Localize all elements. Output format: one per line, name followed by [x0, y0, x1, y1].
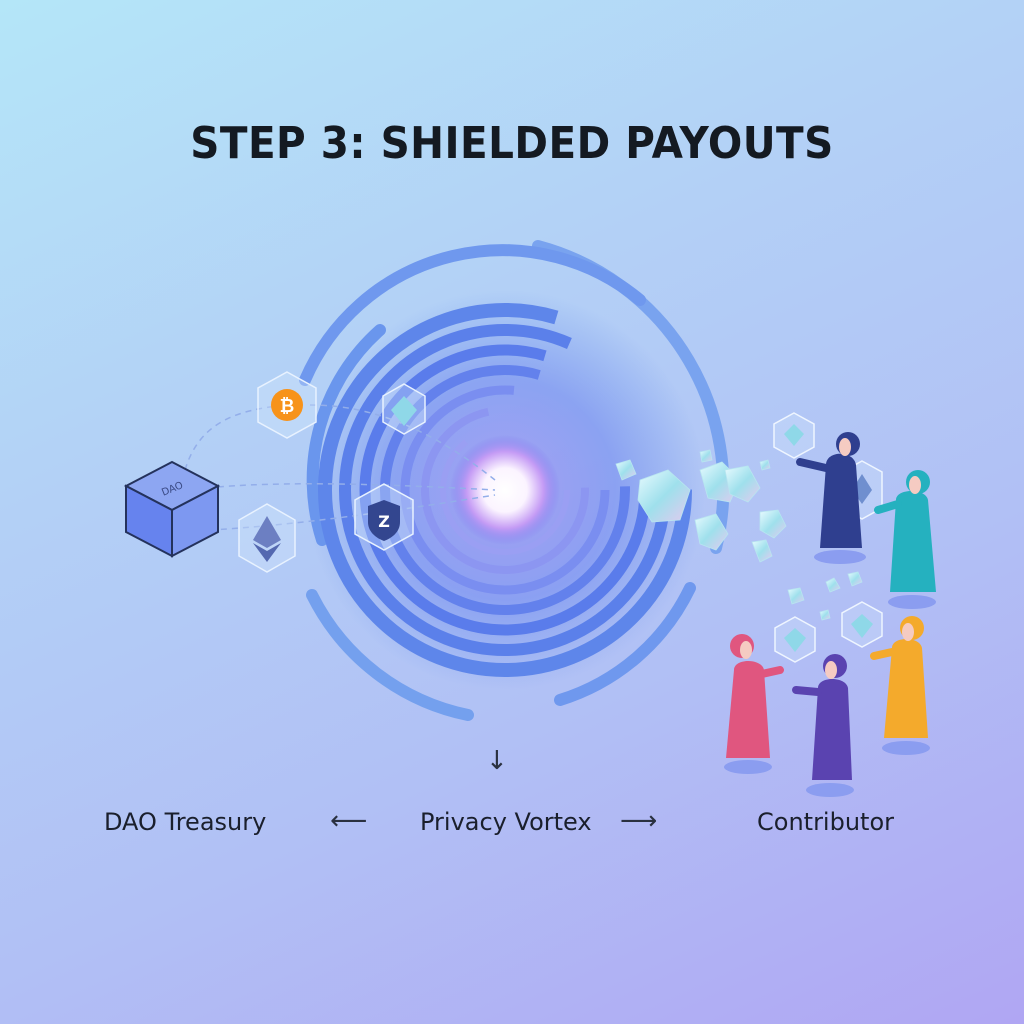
- zcash-shield-token: Z: [354, 483, 414, 551]
- contributor-purple: [812, 679, 852, 780]
- crystal-shards: [615, 449, 863, 621]
- contributor-teal: [890, 491, 936, 592]
- label-privacy-vortex: Privacy Vortex: [420, 808, 592, 836]
- contributor-yellow: [884, 639, 928, 738]
- shield-icon: [368, 500, 400, 541]
- svg-text:Z: Z: [378, 512, 390, 531]
- ethereum-icon: [253, 516, 281, 548]
- contributor-group: [724, 432, 936, 797]
- crystal-token: [382, 383, 426, 435]
- contributor-navy: [820, 453, 862, 548]
- flow-lines: [184, 404, 496, 531]
- label-dao-treasury: DAO Treasury: [104, 808, 267, 836]
- vortex-core: [450, 435, 560, 545]
- arrow-down-icon: ↓: [486, 746, 508, 776]
- privacy-vortex: [299, 240, 730, 721]
- bitcoin-icon: ₿: [280, 396, 295, 417]
- ethereum-token: [238, 503, 296, 573]
- bitcoin-token: ₿: [257, 371, 317, 439]
- label-contributor: Contributor: [757, 808, 895, 836]
- dao-treasury-cube: DAO: [123, 460, 221, 558]
- contributor-shadow: [814, 550, 866, 564]
- arrow-left-icon: ⟵: [330, 806, 368, 836]
- arrow-right-icon: ⟶: [620, 806, 658, 836]
- page-title: STEP 3: SHIELDED PAYOUTS: [190, 118, 834, 169]
- contributor-pink: [726, 661, 770, 758]
- gem-icon: [391, 396, 417, 426]
